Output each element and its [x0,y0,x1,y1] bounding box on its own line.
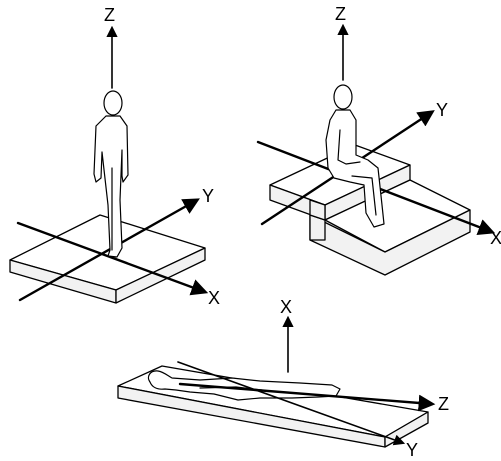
seated-person [325,84,385,228]
standing-posture-group: Z X Y [9,5,220,308]
seated-y-label: Y [436,100,448,120]
standing-y-label: Y [202,186,214,206]
standing-y-axis [18,198,200,302]
standing-x-label: X [208,288,220,308]
supine-z-axis [178,382,436,412]
standing-person [93,90,129,258]
supine-y-label: Y [406,440,418,460]
standing-z-label: Z [104,5,115,25]
seated-posture-group: Z X Y [256,4,501,276]
supine-y-axis [177,361,406,446]
seated-z-label: Z [335,4,346,24]
supine-x-label: X [280,297,292,317]
supine-z-label: Z [438,394,449,414]
seated-x-label: X [490,228,501,248]
standing-x-axis [16,221,209,296]
supine-posture-group: X Z Y [117,297,449,460]
